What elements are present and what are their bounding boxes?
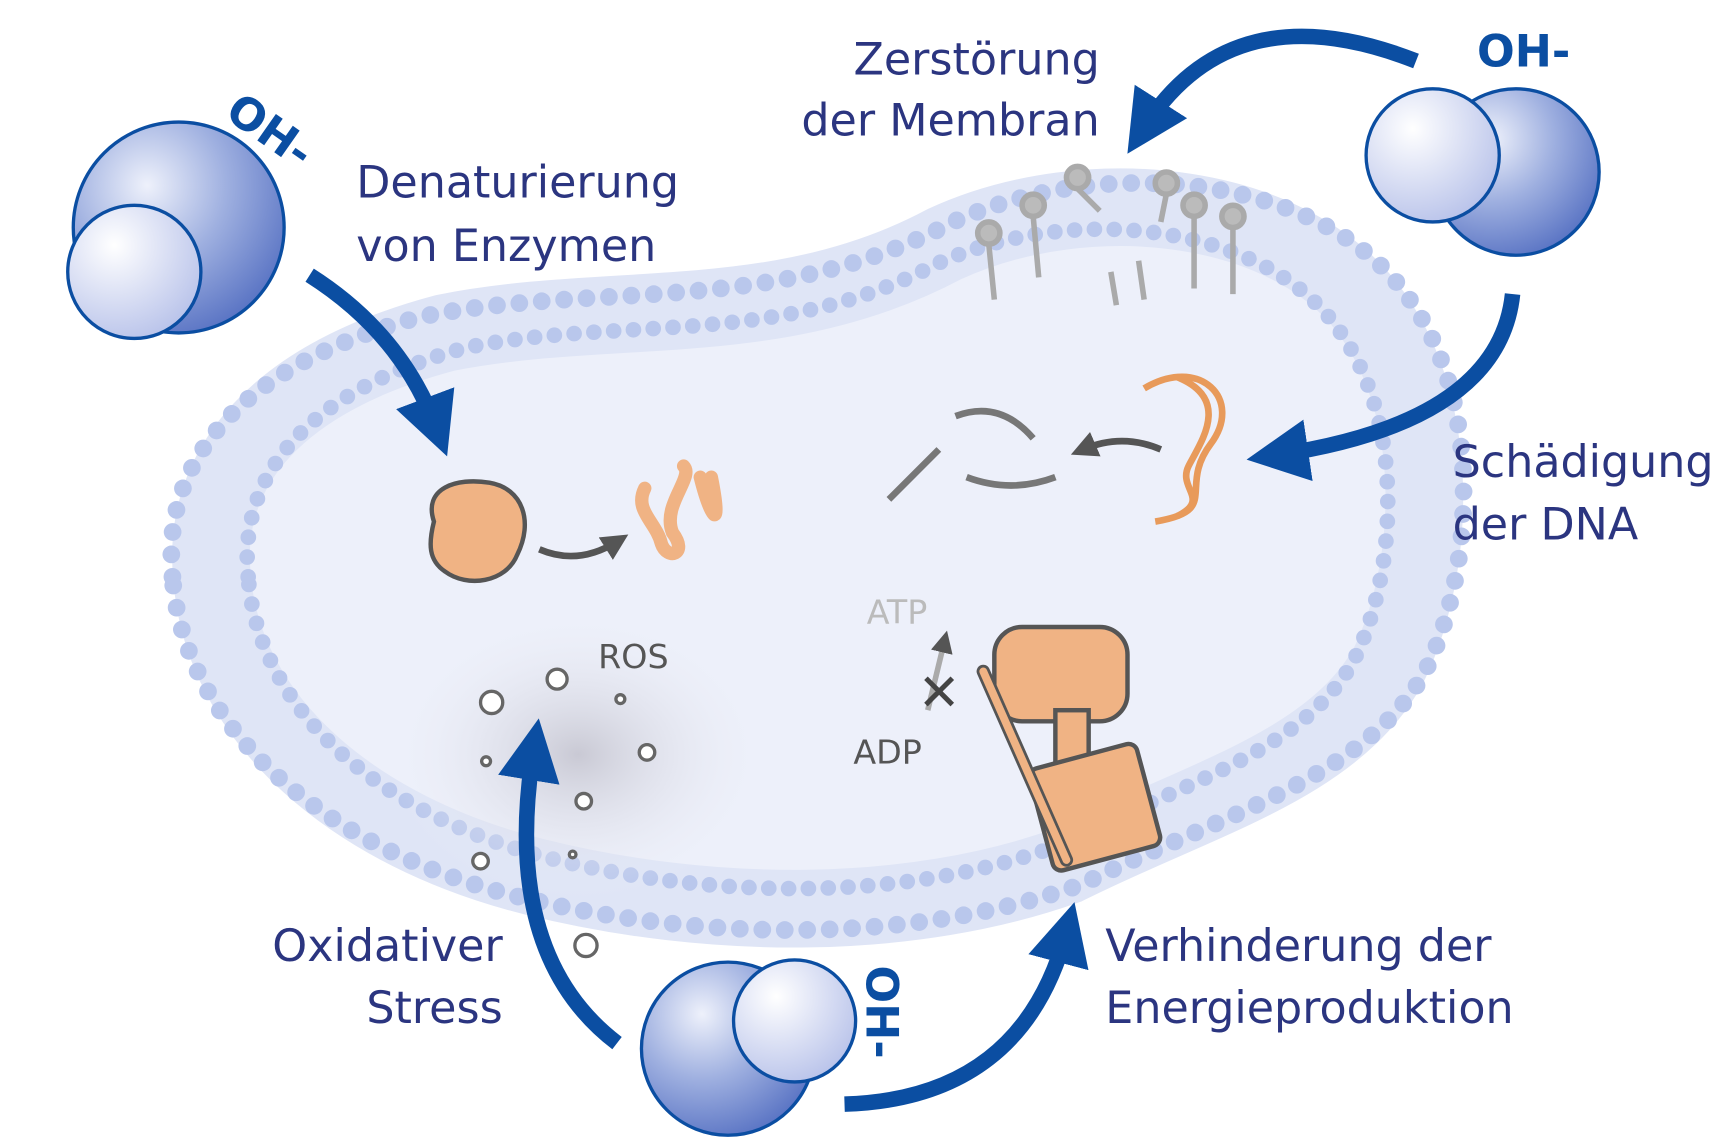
hydroxide-molecule-top-left: OH- [66,84,322,341]
oh-label: OH- [856,965,907,1058]
blocked-x-icon: ✕ [918,664,961,723]
dna-helix [1142,373,1226,525]
label-enzymes-2: von Enzymen [356,221,656,272]
atp-synthase [976,624,1163,873]
ros-radicals [471,667,657,959]
cell [162,163,1473,948]
arrow-to-dna [1246,293,1521,482]
hydroxide-molecule-bottom: OH- [639,958,907,1137]
label-energy-2: Energieproduktion [1105,983,1513,1034]
dna-fragments [886,407,1057,502]
atp-label: ATP [867,593,928,632]
enzyme-folded [428,479,527,584]
ros-label: ROS [598,637,668,676]
cell-membrane-outer-heads [162,174,1473,939]
label-enzymes-1: Denaturierung [356,158,679,209]
arrow-to-membrane [1127,28,1419,154]
label-dna-2: der DNA [1453,499,1639,550]
cell-membrane-inner-heads [239,221,1396,897]
arrow-to-ros [498,718,622,1050]
effect-arrows [305,28,1521,1112]
label-energy-1: Verhinderung der [1105,921,1492,972]
adp-label: ADP [853,732,921,771]
label-oxidative-2: Stress [366,983,502,1034]
label-membrane-2: der Membran [801,95,1099,146]
arrow-to-energy [844,902,1089,1112]
arrow-to-enzymes [305,268,455,457]
ros-cloud [389,610,767,899]
label-dna-1: Schädigung [1453,437,1714,488]
atp-arrow [925,630,953,711]
label-membrane-1: Zerstörung [853,34,1099,85]
enzyme-denatured [635,459,723,560]
denature-arrow [538,534,629,560]
dna-break-arrow [1070,431,1163,457]
label-oxidative-1: Oxidativer [272,921,503,972]
oh-label: OH- [1477,27,1570,78]
damaged-lipids [974,163,1247,306]
hydroxide-molecule-top-right: OH- [1364,27,1601,257]
